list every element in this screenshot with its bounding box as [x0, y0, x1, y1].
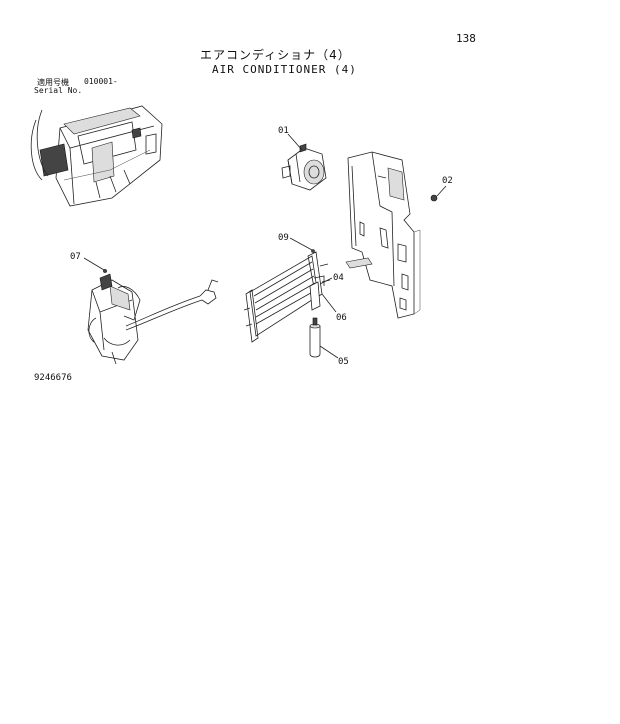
- callout-01: 01: [278, 126, 289, 136]
- serial-value: 010001-: [84, 77, 118, 86]
- clip-06: [321, 293, 337, 313]
- receiver-dryer-05: [309, 317, 339, 359]
- compressor-01: [281, 133, 327, 191]
- title-japanese: エアコンディショナ（4）: [200, 48, 351, 62]
- valve-assembly: [83, 257, 219, 365]
- callout-02: 02: [442, 176, 453, 186]
- frame-panel: [345, 151, 421, 319]
- serial-label-english: Serial No.: [34, 86, 83, 95]
- title-english: AIR CONDITIONER (4): [212, 63, 357, 76]
- nut-02: [430, 185, 447, 202]
- callout-09: 09: [278, 233, 289, 243]
- bracket-04: [309, 275, 333, 311]
- drawing-number: 9246676: [34, 373, 72, 383]
- serial-label-japanese: 適用号機: [37, 78, 69, 87]
- condenser: [243, 237, 331, 343]
- callout-07: 07: [70, 252, 81, 262]
- machine-overview: [30, 105, 163, 207]
- callout-05: 05: [338, 357, 349, 367]
- callout-06: 06: [336, 313, 347, 323]
- callout-04: 04: [333, 273, 344, 283]
- page-number: 138: [456, 32, 476, 45]
